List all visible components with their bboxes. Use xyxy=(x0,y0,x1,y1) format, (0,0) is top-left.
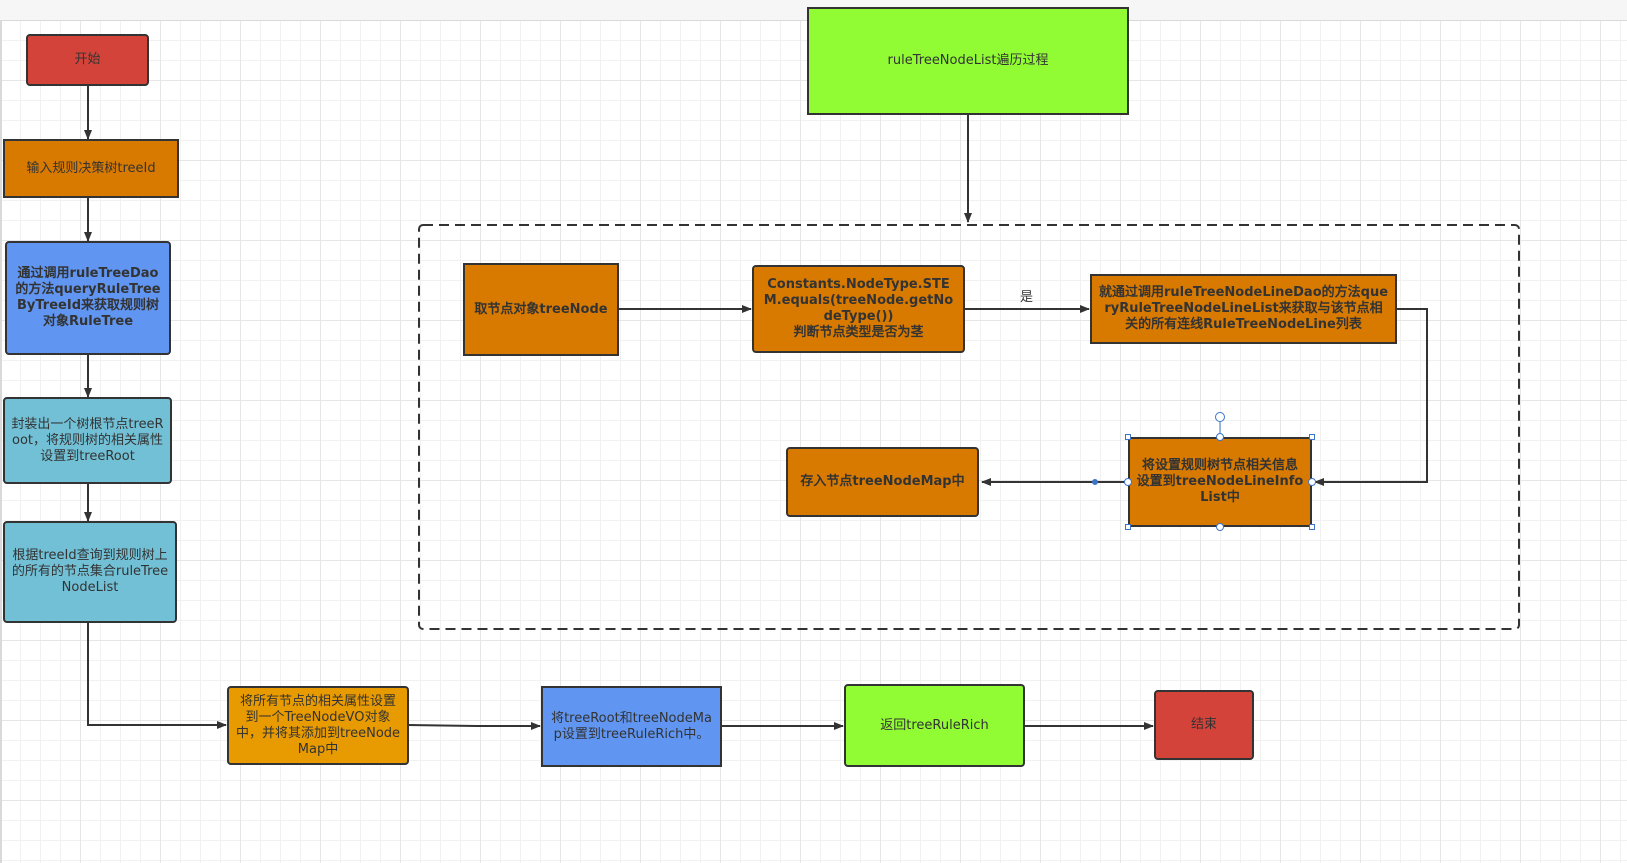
selection-handle-s[interactable] xyxy=(1216,523,1224,531)
selection-handle-e[interactable] xyxy=(1308,478,1316,486)
edge-waypoint-handle[interactable] xyxy=(1092,479,1098,485)
node-query-rule-tree[interactable]: 通过调用ruleTreeDao的方法queryRuleTreeByTreeId来… xyxy=(5,241,171,355)
selection-handle-sw[interactable] xyxy=(1125,524,1131,530)
node-take-node[interactable]: 取节点对象treeNode xyxy=(463,263,619,356)
node-wrap-tree-root[interactable]: 封装出一个树根节点treeRoot，将规则树的相关属性设置到treeRoot xyxy=(3,397,172,484)
traverse-container[interactable] xyxy=(418,224,1520,630)
node-start[interactable]: 开始 xyxy=(26,34,149,86)
node-query-lines[interactable]: 就通过调用ruleTreeNodeLineDao的方法queryRuleTree… xyxy=(1090,274,1397,344)
node-end[interactable]: 结束 xyxy=(1154,690,1254,760)
selection-handle-nw[interactable] xyxy=(1125,434,1131,440)
selection-handle-ne[interactable] xyxy=(1309,434,1315,440)
edge-nodelist-to-vo[interactable] xyxy=(87,623,227,729)
selection-rotate-handle[interactable] xyxy=(1215,412,1225,422)
selection-handle-w[interactable] xyxy=(1124,478,1132,486)
node-query-node-list[interactable]: 根据treeId查询到规则树上的所有的节点集合ruleTreeNodeList xyxy=(3,521,177,623)
node-set-rich[interactable]: 将treeRoot和treeNodeMap设置到treeRuleRich中。 xyxy=(541,686,722,767)
selection-handle-n[interactable] xyxy=(1216,433,1224,441)
edge-label-yes: 是 xyxy=(1020,290,1034,305)
node-traverse-title[interactable]: ruleTreeNodeList遍历过程 xyxy=(807,7,1129,115)
node-set-node-vo[interactable]: 将所有节点的相关属性设置到一个TreeNodeVO对象中，并将其添加到treeN… xyxy=(227,686,409,765)
node-set-line-info[interactable]: 将设置规则树节点相关信息设置到treeNodeLineInfoList中 xyxy=(1128,437,1312,527)
edge-vo-to-rich[interactable] xyxy=(407,722,541,730)
node-check-stem[interactable]: Constants.NodeType.STEM.equals(treeNode.… xyxy=(752,265,965,353)
selection-handle-se[interactable] xyxy=(1309,524,1315,530)
node-store-map[interactable]: 存入节点treeNodeMap中 xyxy=(786,447,979,517)
node-return-rich[interactable]: 返回treeRuleRich xyxy=(844,684,1025,767)
editor-left-edge xyxy=(0,20,2,863)
node-input-tree-id[interactable]: 输入规则决策树treeId xyxy=(3,139,179,198)
edge-query-lines-to-set-info[interactable] xyxy=(1314,308,1428,486)
